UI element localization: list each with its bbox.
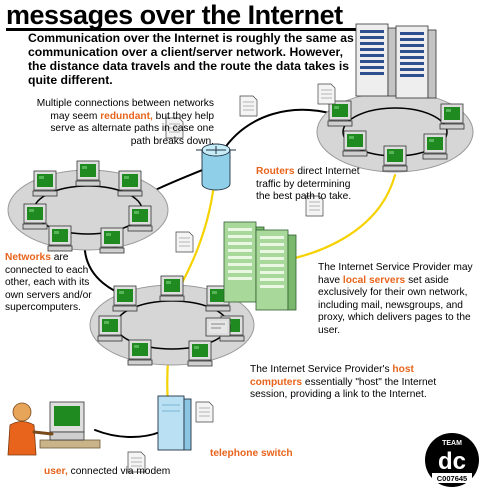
team-dc-badge-logo: TEAM dc C007645 <box>425 433 479 487</box>
badge-code-text: C007645 <box>437 474 467 483</box>
title-underline <box>6 28 362 31</box>
note-text: direct Internet traffic by determining t… <box>256 166 360 203</box>
highlight-telephone-switch: telephone switch <box>210 448 293 459</box>
network-ring-top-right <box>316 23 474 173</box>
label-telephone-switch: telephone switch <box>210 448 293 461</box>
highlight-host-computers: host computers <box>250 364 414 388</box>
highlight-routers: Routers <box>256 166 295 177</box>
network-ring-center <box>89 275 255 367</box>
note-redundant-paths: Multiple connections between networks ma… <box>28 98 214 148</box>
router-icon <box>196 143 236 191</box>
highlight-redundant: redundant, <box>100 110 153 122</box>
highlight-networks: Networks <box>5 252 51 263</box>
note-text: connected via modem <box>67 466 171 477</box>
note-text: but they help serve as alternate paths i… <box>50 110 214 147</box>
note-routers: Routers direct Internet traffic by deter… <box>256 166 366 204</box>
highlight-local-servers: local servers <box>342 274 406 286</box>
page-title: messages over the Internet <box>6 0 343 30</box>
note-isp-local-servers: The Internet Service Provider may have l… <box>318 262 482 338</box>
host-computer-icon <box>205 317 231 337</box>
note-text: The Internet Service Provider may have <box>318 262 473 286</box>
note-host-computers: The Internet Service Provider's host com… <box>250 364 440 402</box>
badge-logo-text: dc <box>438 448 466 475</box>
note-text: essentially "host" the Internet session,… <box>250 376 437 401</box>
note-text: The Internet Service Provider's <box>250 364 393 375</box>
note-text: set aside exclusively for their own netw… <box>318 274 471 336</box>
telephone-switch-icon <box>157 395 192 451</box>
note-text: are connected to each other, each with i… <box>5 252 92 314</box>
highlight-user: user, <box>44 466 68 477</box>
intro-text: Communication over the Internet is rough… <box>28 31 354 87</box>
local-server-icon <box>223 221 297 311</box>
network-ring-left <box>7 160 169 254</box>
badge-team-text: TEAM <box>442 440 462 447</box>
note-text: Multiple connections between networks ma… <box>36 98 214 122</box>
user-computer-icon <box>7 401 101 456</box>
label-user: user, connected via modem <box>44 466 170 479</box>
note-networks: Networks are connected to each other, ea… <box>5 252 95 315</box>
